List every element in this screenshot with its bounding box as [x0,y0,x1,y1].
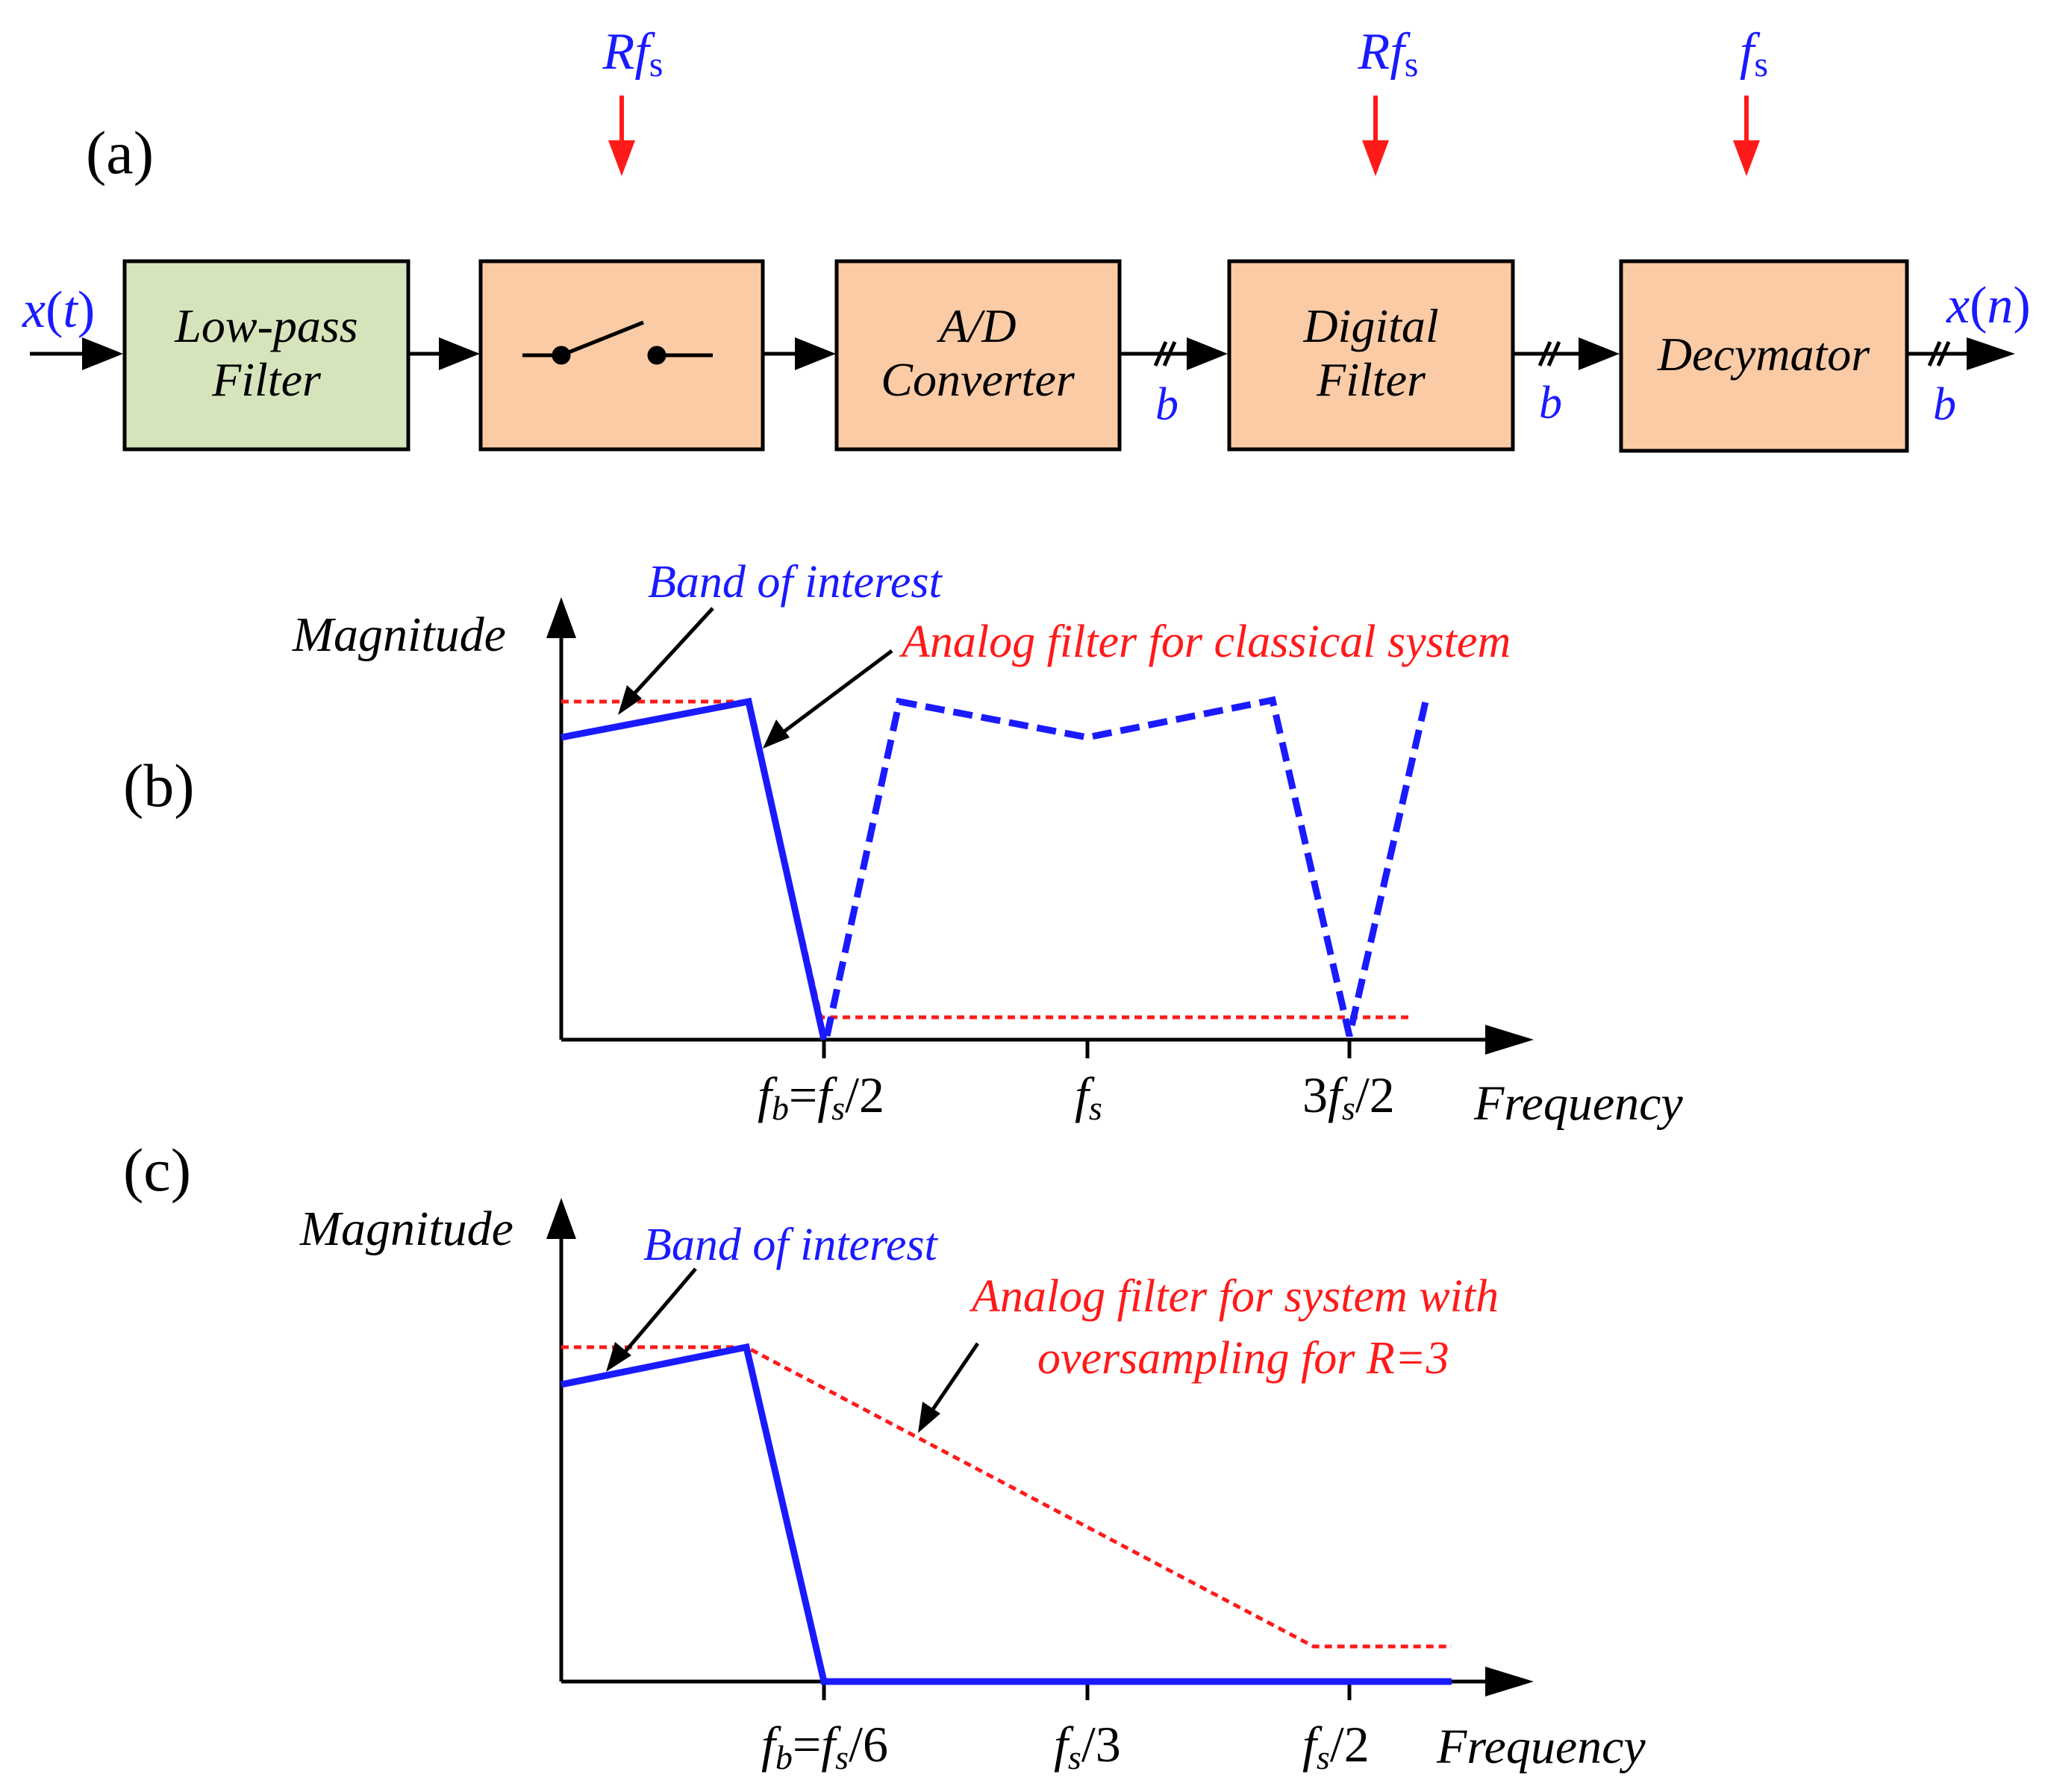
switch-blade [561,320,644,358]
panel-b-x-axis-label: Frequency [1473,1076,1683,1131]
digital-filter-label-line2: Filter [1316,353,1426,406]
panel-b-x-arrowhead [1485,1025,1534,1055]
bus-width-label-2: b [1539,378,1562,428]
digital-filter-block [1227,259,1515,452]
clock-sampler: Rfs [602,23,664,176]
bus-width-label-1: b [1155,379,1178,430]
clock-digital-arrowhead [1362,140,1389,176]
panel-c-band-pointer-line [618,1267,697,1360]
panel-c-tick-label-3: fs/2 [1302,1716,1370,1776]
clock-digital-label: Rfs [1358,23,1419,84]
panel-c-x-arrowhead [1485,1667,1534,1696]
digital-filter-label-line1: Digital [1302,299,1438,352]
lowpass-filter-block [122,259,410,452]
arrowhead-output [1967,337,2015,370]
panel-c-analog-pointer-head [918,1402,940,1433]
panel-b-band-spectrum [561,697,828,1040]
panel-a-label: (a) [86,119,154,187]
clock-decimator-label: fs [1740,23,1768,84]
panel-c-analog-annotation-line1: Analog filter for system with [969,1271,1499,1322]
adc-label-line2: Converter [881,353,1075,406]
panel-c-band-annotation: Band of interest [643,1220,939,1270]
panel-c-analog-filter-curve [561,1345,1452,1649]
panel-c-analog-pointer-line [925,1342,980,1420]
switch-contact [647,346,666,365]
bus-slash-3a [1927,340,1942,367]
adc-block [834,259,1122,452]
panel-b-band-pointer-line [625,607,714,703]
decimator-label: Decymator [1657,328,1870,381]
clock-digital: Rfs [1358,23,1419,176]
bus-slash-1a [1153,340,1168,367]
clock-sampler-arrowhead [608,140,635,176]
panel-c-x-axis-label: Frequency [1436,1720,1646,1774]
panel-b-tick-label-1: fb=fs/2 [758,1067,884,1127]
panel-c-band-spectrum [561,1343,1452,1685]
panel-b-y-arrowhead [546,597,576,638]
panel-c-label: (c) [123,1136,191,1204]
panel-c-tick-label-2: fs/3 [1054,1716,1121,1776]
bus-width-label-3: b [1933,379,1956,430]
panel-b-label: (b) [123,752,195,819]
panel-b-band-annotation: Band of interest [648,557,943,608]
panel-c: (c) Magnitude Frequency fb=fs/6 fs/3 fs/… [123,1136,1646,1776]
panel-c-y-arrowhead [546,1198,576,1239]
bus-slash-2b [1546,340,1561,367]
clock-sampler-label: Rfs [602,23,664,84]
arrowhead-to-sampler [439,337,480,370]
input-signal-label: x(t) [22,281,95,339]
panel-b-band-pointer-head [618,685,642,715]
signal-arrowheads [82,337,2015,370]
panel-b-analog-annotation: Analog filter for classical system [899,616,1511,667]
switch-icon [522,320,713,365]
panel-b-y-axis-label: Magnitude [292,608,506,662]
adc-label-line1: A/D [936,299,1016,352]
bus-slash-3b [1936,340,1951,367]
panel-c-tick-label-1: fb=fs/6 [761,1716,888,1776]
arrowhead-to-digital [1187,337,1228,370]
panel-a: (a) x(t) [22,23,2031,453]
arrowhead-to-adc [795,337,836,370]
panel-b-tick-label-2: fs [1075,1067,1102,1127]
clock-decimator: fs [1733,23,1768,176]
lowpass-filter-label-line2: Filter [211,353,322,406]
arrowhead-to-decimator [1579,337,1620,370]
bus-slash-1b [1162,340,1177,367]
clock-decimator-arrowhead [1733,140,1760,176]
arrowhead-to-lowpass [82,337,123,370]
panel-b-analog-pointer-line [775,649,893,740]
lowpass-filter-label-line1: Low-pass [174,299,358,352]
bus-slashes [1153,340,1951,367]
panel-b-analog-pointer-head [763,719,790,749]
output-signal-label: x(n) [1946,277,2031,334]
decimator-block [1619,259,1909,453]
switch-pivot [552,346,571,365]
panel-c-y-axis-label: Magnitude [299,1202,513,1256]
panel-c-band-pointer-head [606,1342,631,1372]
panel-b: (b) Magnitude Frequency fb=fs/2 fs 3fs/2… [123,557,1683,1131]
panel-c-analog-annotation-line2: oversampling for R=3 [1037,1333,1449,1384]
panel-b-tick-label-3: 3fs/2 [1302,1067,1395,1127]
panel-b-aliased-spectrum [823,696,1429,1037]
bus-slash-2a [1537,340,1552,367]
